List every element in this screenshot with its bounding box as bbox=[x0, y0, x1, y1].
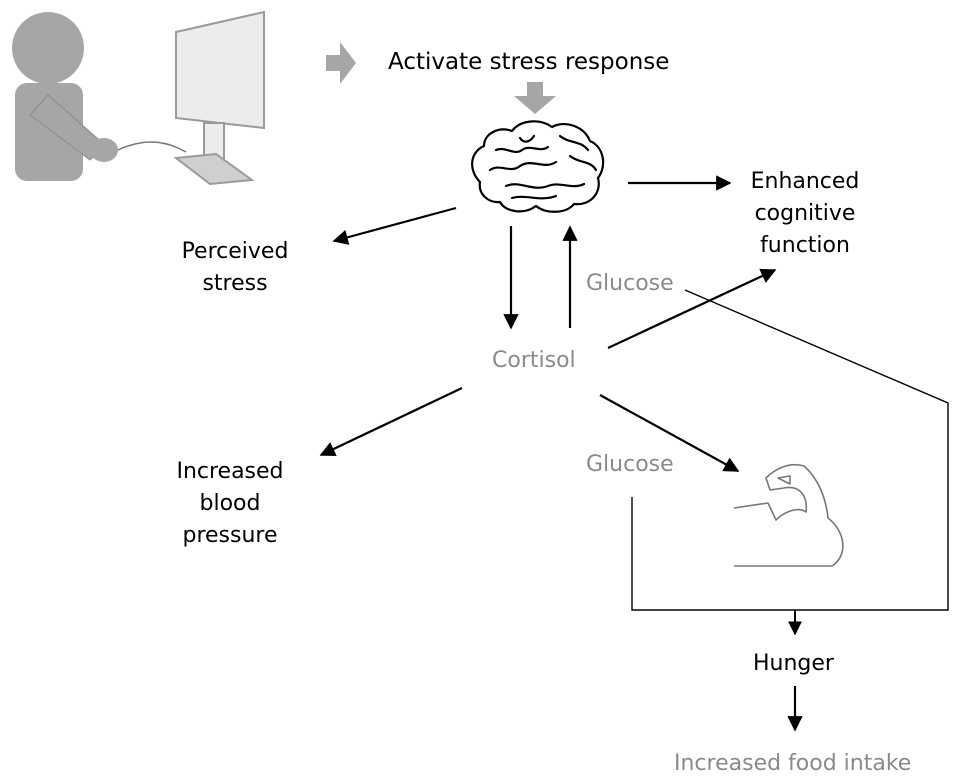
perceived-stress-label: Perceived stress bbox=[170, 236, 300, 300]
increased-blood-pressure-label: Increased blood pressure bbox=[160, 456, 300, 552]
enhanced-line-1: Enhanced bbox=[750, 169, 860, 194]
enhanced-line-2: cognitive bbox=[754, 201, 856, 226]
block-arrow-right-icon bbox=[326, 42, 356, 84]
arrow-cortisol-to-muscle bbox=[599, 394, 740, 472]
person-body bbox=[15, 83, 83, 181]
hunger-label: Hunger bbox=[753, 651, 834, 676]
enhanced-line-3: function bbox=[760, 233, 850, 258]
bp-line-3: pressure bbox=[182, 523, 278, 548]
perceived-line-1: Perceived bbox=[181, 239, 289, 264]
bp-line-1: Increased bbox=[176, 459, 284, 484]
enhanced-cognitive-function-label: Enhanced cognitive function bbox=[740, 166, 870, 262]
monitor-base bbox=[173, 152, 255, 186]
flexed-arm-icon bbox=[733, 463, 844, 567]
person-head bbox=[12, 12, 84, 84]
monitor-screen bbox=[175, 10, 265, 130]
arrow-cortisol-to-bp bbox=[319, 387, 463, 457]
glucose-top-label: Glucose bbox=[586, 271, 674, 296]
brain-icon bbox=[471, 120, 605, 213]
increased-food-intake-label: Increased food intake bbox=[674, 751, 912, 776]
person-hand bbox=[90, 138, 118, 162]
activate-stress-response-label: Activate stress response bbox=[388, 49, 670, 75]
arrow-cortisol-to-enhanced bbox=[607, 268, 777, 349]
bp-line-2: blood bbox=[199, 491, 261, 516]
perceived-line-2: stress bbox=[202, 271, 268, 296]
person-at-computer-icon bbox=[12, 10, 265, 186]
glucose-top-connector bbox=[631, 289, 949, 611]
glucose-bottom-label: Glucose bbox=[586, 452, 674, 477]
arrow-brain-to-perceived bbox=[332, 206, 457, 245]
cortisol-label: Cortisol bbox=[492, 348, 576, 373]
block-arrow-down-icon bbox=[514, 82, 556, 114]
mouse-cable bbox=[117, 141, 187, 153]
